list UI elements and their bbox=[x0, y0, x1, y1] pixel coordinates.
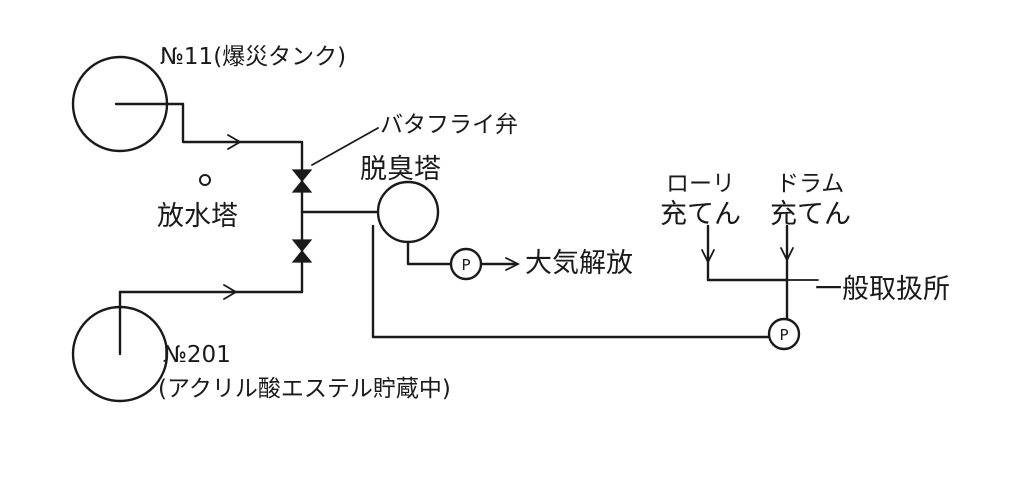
valve-leader-line bbox=[311, 127, 379, 166]
general-handling-label: 一般取扱所 bbox=[815, 274, 950, 305]
flow-arrow-icon bbox=[505, 257, 521, 271]
tank-201-number-label: №201 bbox=[163, 342, 231, 368]
atmosphere-release-label: 大気解放 bbox=[525, 248, 633, 279]
water-tower-icon bbox=[199, 174, 211, 186]
deodorizing-tower-label: 脱臭塔 bbox=[360, 154, 441, 185]
pump-handling-icon bbox=[767, 317, 801, 351]
pump-handling-label: P bbox=[779, 326, 788, 344]
lorry-title-label: ローリ bbox=[666, 171, 735, 197]
pipe-deodorizer-to-pump bbox=[406, 240, 452, 266]
pump-atmosphere-label: P bbox=[461, 256, 470, 274]
butterfly-valve-upper-icon bbox=[291, 169, 313, 193]
butterfly-valve-label: バタフライ弁 bbox=[380, 112, 518, 138]
flow-arrow-icon bbox=[780, 247, 794, 263]
pipe-deodorizer-return bbox=[371, 224, 770, 339]
flow-arrow-icon bbox=[223, 284, 238, 300]
flow-arrow-icon bbox=[227, 134, 242, 150]
flow-arrow-icon bbox=[701, 249, 715, 265]
pipe-tank11-to-header bbox=[181, 102, 304, 294]
tank-11-label: №11(爆災タンク) bbox=[160, 44, 346, 70]
water-tower-label: 放水塔 bbox=[157, 201, 238, 232]
lorry-filling-label: 充てん bbox=[660, 199, 741, 230]
drum-filling-label: 充てん bbox=[770, 199, 851, 230]
drum-title-label: ドラム bbox=[776, 171, 844, 197]
butterfly-valve-lower-icon bbox=[291, 239, 313, 263]
tank-201 bbox=[71, 290, 169, 403]
tank-11 bbox=[71, 55, 185, 153]
deodorizing-tower-circle bbox=[376, 180, 440, 244]
tank-201-desc-label: (アクリル酸エステル貯蔵中) bbox=[158, 376, 451, 402]
